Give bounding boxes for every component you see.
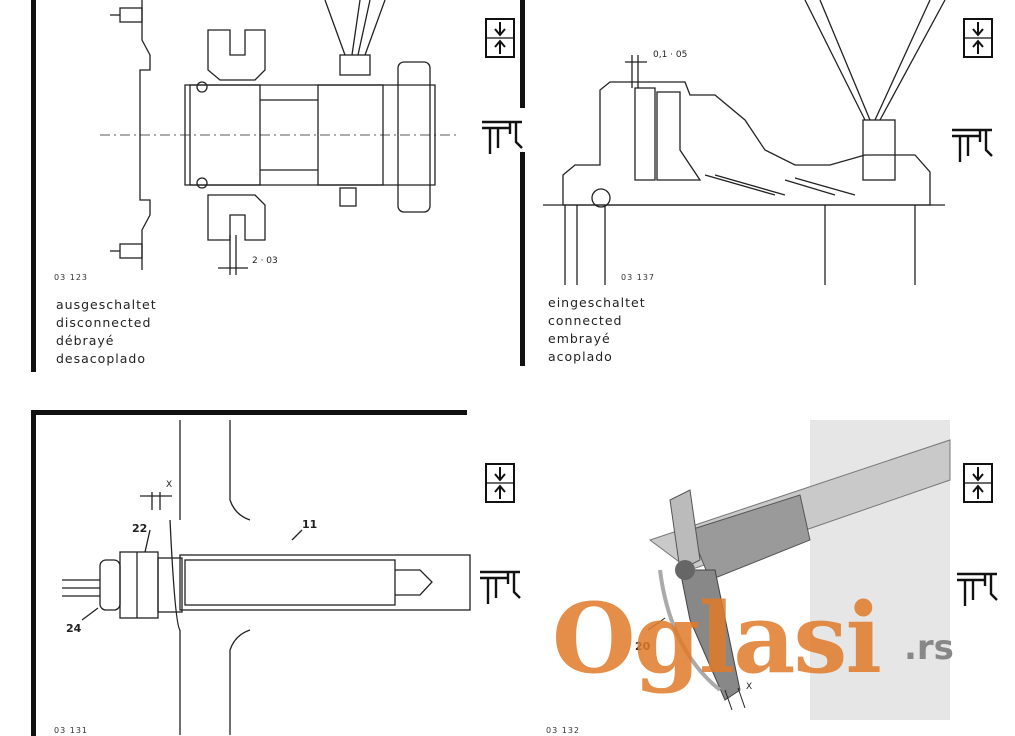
connected-clutch-drawing — [543, 0, 946, 285]
dimension-label: 0,1 · 05 — [653, 50, 688, 60]
measure-arrows-icon — [963, 463, 993, 503]
caliper-icon — [957, 572, 998, 606]
figure-bottom-right: 20 X 03 132 — [540, 420, 960, 736]
figure-bottom-left: X 22 11 24 03 131 — [40, 420, 471, 736]
caption-line-fr: embrayé — [548, 331, 611, 346]
caption-line-fr: débrayé — [56, 333, 115, 348]
figure-top-left: 2 · 03 03 123 ausgeschaltet disconnected… — [40, 0, 510, 372]
panel-border-top-right-lower — [520, 152, 525, 366]
dimension-label: 2 · 03 — [252, 256, 278, 266]
panel-border-bottom-left-side — [31, 410, 36, 736]
part-number-22: 22 — [132, 522, 148, 535]
caption-disconnected: ausgeschaltet disconnected débrayé desac… — [56, 296, 157, 368]
panel-border-top-left — [31, 0, 36, 372]
figure-number: 03 131 — [54, 726, 88, 735]
part-number-24: 24 — [66, 622, 82, 635]
caliper-photo — [647, 420, 951, 720]
caption-connected: eingeschaltet connected embrayé acoplado — [548, 294, 646, 366]
figure-number: 03 137 — [621, 273, 655, 282]
caliper-icon — [482, 120, 523, 154]
figure-number: 03 132 — [546, 726, 580, 735]
caption-line-de: ausgeschaltet — [56, 297, 157, 312]
caliper-icon — [480, 570, 521, 604]
disconnected-clutch-drawing — [100, 0, 460, 275]
measure-arrows-icon — [485, 463, 515, 503]
shaft-assembly-drawing — [62, 420, 471, 735]
part-number-20: 20 — [635, 640, 651, 653]
caption-line-es: acoplado — [548, 349, 613, 364]
measure-arrows-icon — [485, 18, 515, 58]
figure-number: 03 123 — [54, 273, 88, 282]
panel-border-bottom-left-top — [31, 410, 467, 415]
caption-line-es: desacoplado — [56, 351, 146, 366]
caliper-icon — [952, 128, 993, 162]
dimension-x: X — [746, 682, 753, 692]
dimension-x: X — [166, 480, 173, 490]
watermark-logo: Oglasi — [552, 582, 882, 695]
caption-line-de: eingeschaltet — [548, 295, 646, 310]
panel-border-top-right — [520, 0, 525, 108]
watermark-suffix: .rs — [904, 628, 954, 668]
figure-top-right: 0,1 · 05 03 137 eingeschaltet connected … — [535, 0, 1005, 372]
caption-line-en: connected — [548, 313, 623, 328]
part-number-11: 11 — [302, 518, 318, 531]
measure-arrows-icon — [963, 18, 993, 58]
caption-line-en: disconnected — [56, 315, 152, 330]
